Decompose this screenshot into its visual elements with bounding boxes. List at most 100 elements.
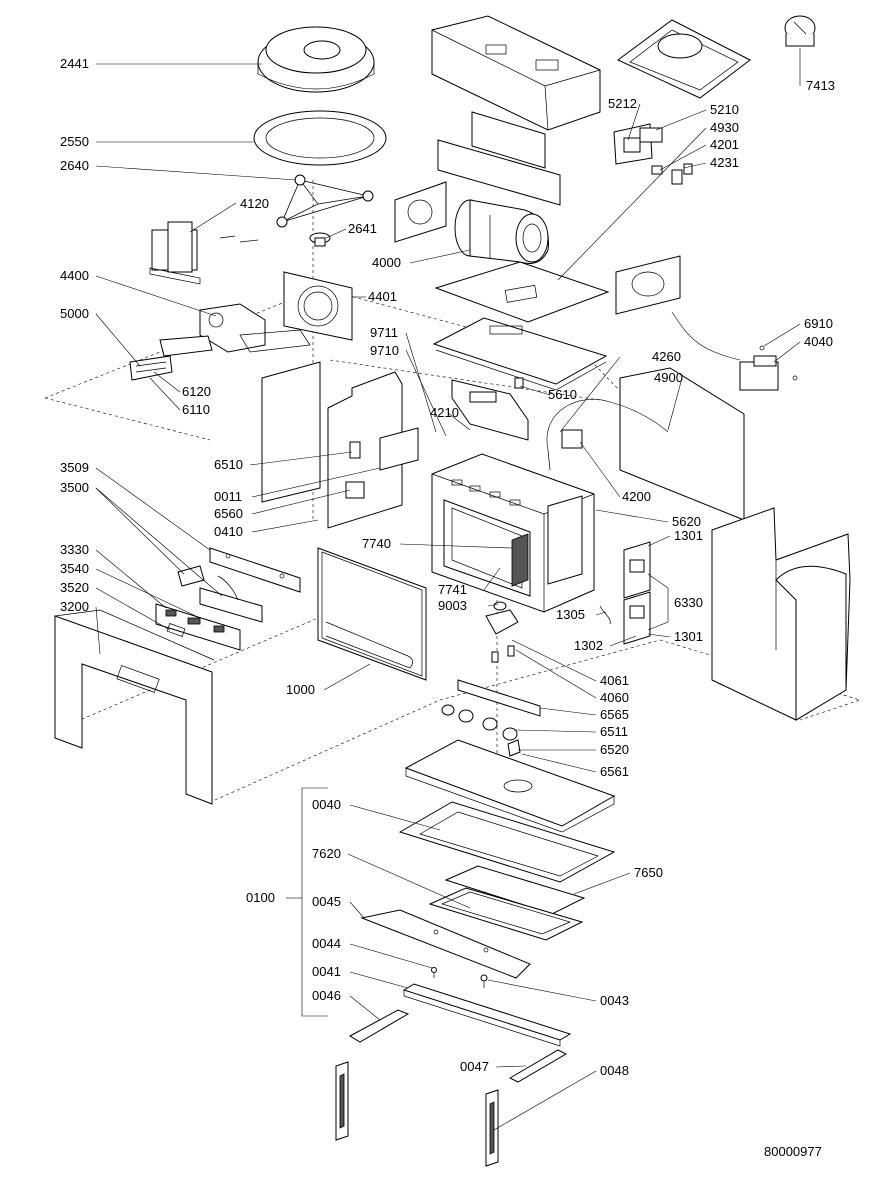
label-9711: 9711 <box>370 325 398 340</box>
power-cord-6910 <box>671 311 741 361</box>
coupler-2641 <box>309 232 331 247</box>
blower-4000 <box>454 199 550 264</box>
keypad-3500 <box>177 565 263 623</box>
front-frame-3200 <box>54 609 215 805</box>
label-9710: 9710 <box>370 343 399 358</box>
label-4260: 4260 <box>652 349 681 364</box>
outer-side-panel-right <box>711 507 851 721</box>
magnetron-4400 <box>199 303 311 353</box>
cavity-side-panel-0011 <box>327 371 419 529</box>
outer-wrapper-right <box>619 367 745 521</box>
label-4231: 4231 <box>710 155 739 170</box>
label-4061: 4061 <box>600 673 629 688</box>
roller-support-2640 <box>276 174 374 228</box>
label-1305: 1305 <box>556 607 585 622</box>
leader-lines <box>95 48 801 1131</box>
top-cover <box>431 15 601 131</box>
label-4210: 4210 <box>430 405 459 420</box>
label-6330: 6330 <box>674 595 703 610</box>
label-0043: 0043 <box>600 993 629 1008</box>
control-plate-3509 <box>209 547 301 593</box>
side-panel-left-6510 <box>261 361 321 503</box>
label-3509: 3509 <box>60 460 89 475</box>
label-0041: 0041 <box>312 964 341 979</box>
part-labels: 2441 2550 2640 4120 2641 4400 4401 5000 … <box>60 56 835 1159</box>
label-6520: 6520 <box>600 742 629 757</box>
label-2640: 2640 <box>60 158 89 173</box>
document-number: 80000977 <box>764 1144 822 1159</box>
label-7620: 7620 <box>312 846 341 861</box>
label-4000: 4000 <box>372 255 401 270</box>
control-board-5000 <box>129 335 213 381</box>
bracket-0047 <box>508 1049 568 1083</box>
label-0046: 0046 <box>312 988 341 1003</box>
label-3500: 3500 <box>60 480 89 495</box>
bottom-tray-0040 <box>398 801 616 883</box>
label-0048: 0048 <box>600 1063 629 1078</box>
label-7413: 7413 <box>806 78 835 93</box>
label-3330: 3330 <box>60 542 89 557</box>
bracket-5610 <box>451 377 529 441</box>
label-4200: 4200 <box>622 489 651 504</box>
label-6510: 6510 <box>214 457 243 472</box>
label-3520: 3520 <box>60 580 89 595</box>
label-6561: 6561 <box>600 764 629 779</box>
handles-0048 <box>335 1061 499 1167</box>
cavity-7740 <box>431 453 595 613</box>
label-4900: 4900 <box>654 370 683 385</box>
label-1302: 1302 <box>574 638 603 653</box>
group-bracket-0100 <box>286 787 328 1017</box>
small-switches-4201 <box>651 163 693 185</box>
label-4040: 4040 <box>804 334 833 349</box>
front-rail-0041 <box>402 983 572 1047</box>
label-7741: 7741 <box>438 582 467 597</box>
shield-plate <box>437 111 561 206</box>
label-0410: 0410 <box>214 524 243 539</box>
base-plate <box>404 739 616 833</box>
label-5610: 5610 <box>548 387 577 402</box>
waveguide-4401 <box>283 271 353 341</box>
label-4060: 4060 <box>600 690 629 705</box>
rollers-6565 <box>441 679 541 757</box>
label-6110: 6110 <box>182 402 210 417</box>
bracket-0046 <box>348 1009 410 1043</box>
label-2441: 2441 <box>60 56 89 71</box>
label-0044: 0044 <box>312 936 341 951</box>
label-7650: 7650 <box>634 865 663 880</box>
label-6565: 6565 <box>600 707 629 722</box>
label-0100: 0100 <box>246 890 275 905</box>
vent-plate-4200-side <box>615 255 681 315</box>
label-3540: 3540 <box>60 561 89 576</box>
display-panel-3330 <box>155 603 241 651</box>
stirrer-4061 <box>485 601 519 663</box>
label-4120: 4120 <box>240 196 269 211</box>
turntable-cover-2441 <box>257 26 375 93</box>
label-0011: 0011 <box>214 489 242 504</box>
label-2550: 2550 <box>60 134 89 149</box>
label-5620: 5620 <box>672 514 701 529</box>
transformer-4120 <box>149 221 259 285</box>
label-6120: 6120 <box>182 384 211 399</box>
filter-7620 <box>428 887 584 941</box>
label-6560: 6560 <box>214 506 243 521</box>
label-0047: 0047 <box>460 1059 489 1074</box>
label-1000: 1000 <box>286 682 315 697</box>
label-4930: 4930 <box>710 120 739 135</box>
turntable-plate-2550 <box>253 110 387 166</box>
label-6511: 6511 <box>600 724 628 739</box>
label-5212: 5212 <box>608 96 637 111</box>
label-4201: 4201 <box>710 137 739 152</box>
label-4400: 4400 <box>60 268 89 283</box>
label-2641: 2641 <box>348 221 377 236</box>
door-1000 <box>317 547 427 681</box>
side-baffle <box>394 181 447 243</box>
lamp-7413 <box>784 15 816 47</box>
label-0045: 0045 <box>312 894 341 909</box>
wire-harness-4260 <box>546 398 669 471</box>
label-6910: 6910 <box>804 316 833 331</box>
label-5000: 5000 <box>60 306 89 321</box>
screws-0044-0043 <box>431 967 488 988</box>
switch-bracket-5212 <box>613 123 663 165</box>
label-5210: 5210 <box>710 102 739 117</box>
